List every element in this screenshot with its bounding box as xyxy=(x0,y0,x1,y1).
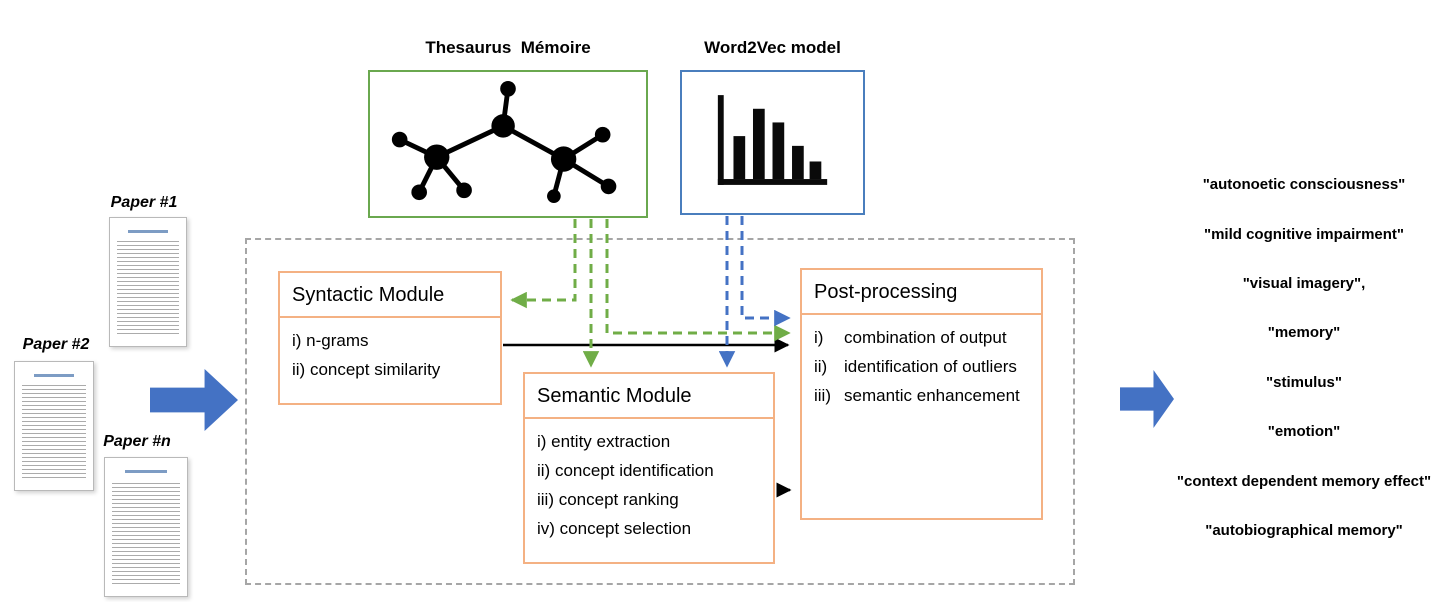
post-processing-item: ii) identification of outliers xyxy=(814,352,1029,381)
paper-2-label: Paper #2 xyxy=(22,336,90,353)
bar-chart-icon xyxy=(712,89,834,197)
output-term: "memory" xyxy=(1267,324,1341,342)
item-text: combination of output xyxy=(844,328,1007,347)
item-text: identification of outliers xyxy=(844,357,1017,376)
post-processing-item: iii) semantic enhancement xyxy=(814,381,1029,410)
semantic-item: ii) concept identification xyxy=(537,461,714,480)
paper-n-label: Paper #n xyxy=(103,433,171,450)
semantic-module-box: Semantic Module i) entity extraction ii)… xyxy=(523,372,775,564)
output-term: "stimulus" xyxy=(1266,373,1342,391)
syntactic-item: ii) concept similarity xyxy=(292,360,441,379)
paper-n-thumbnail xyxy=(104,457,188,597)
input-flow-arrow xyxy=(150,369,238,431)
post-processing-title: Post-processing xyxy=(802,270,1041,315)
word2vec-model-box xyxy=(680,70,865,215)
thesaurus-memoire-box xyxy=(368,70,648,218)
syntactic-module-title: Syntactic Module xyxy=(280,273,500,318)
item-marker: i) xyxy=(814,328,824,347)
output-term: "mild cognitive impairment" xyxy=(1203,225,1405,243)
extracted-terms-list: "autonoetic consciousness" "mild cogniti… xyxy=(1176,160,1432,555)
semantic-item: iv) concept selection xyxy=(537,519,692,538)
semantic-item: i) entity extraction xyxy=(537,432,671,451)
network-graph-icon xyxy=(383,80,633,208)
post-processing-box: Post-processing i) combination of output… xyxy=(800,268,1043,520)
output-flow-arrow xyxy=(1120,370,1174,428)
output-term: "autonoetic consciousness" xyxy=(1202,176,1406,194)
output-term: "visual imagery", xyxy=(1242,274,1366,292)
output-term: "autobiographical memory" xyxy=(1205,521,1403,539)
word2vec-model-label: Word2Vec model xyxy=(704,38,841,57)
thesaurus-memoire-label: Thesaurus Mémoire xyxy=(425,38,591,57)
semantic-module-title: Semantic Module xyxy=(525,374,773,419)
paper-1-label: Paper #1 xyxy=(110,194,178,211)
paper-2-thumbnail xyxy=(14,361,94,491)
semantic-item: iii) concept ranking xyxy=(537,490,679,509)
output-term: "emotion" xyxy=(1267,423,1341,441)
item-marker: iii) xyxy=(814,386,831,405)
post-processing-item: i) combination of output xyxy=(814,323,1029,352)
syntactic-item: i) n-grams xyxy=(292,331,369,350)
output-term: "context dependent memory effect" xyxy=(1176,472,1432,490)
syntactic-module-box: Syntactic Module i) n-grams ii) concept … xyxy=(278,271,502,405)
item-text: semantic enhancement xyxy=(844,386,1020,405)
item-marker: ii) xyxy=(814,357,828,376)
paper-1-thumbnail xyxy=(109,217,187,347)
